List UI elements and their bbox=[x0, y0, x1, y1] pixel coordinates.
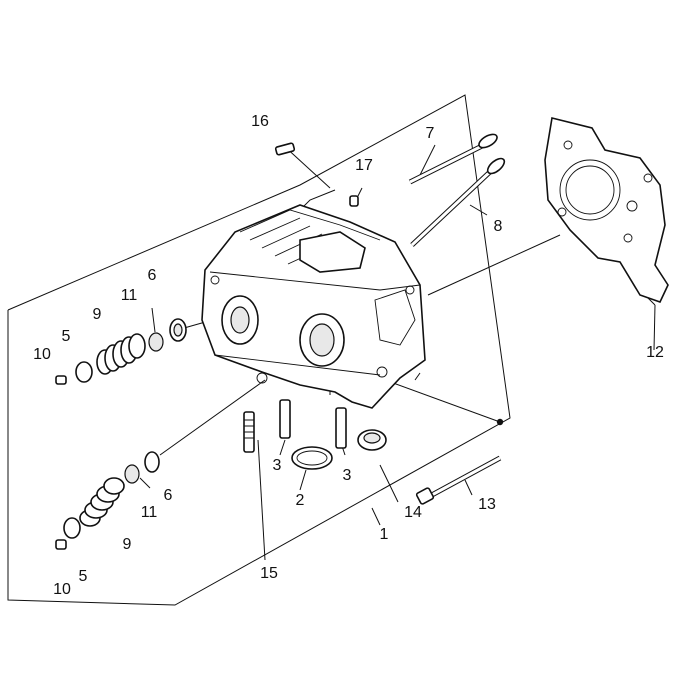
callout-17: 17 bbox=[355, 157, 373, 174]
callout-13: 13 bbox=[478, 496, 496, 513]
callout-3-left: 3 bbox=[273, 457, 282, 474]
head-gasket-part-12 bbox=[544, 117, 669, 303]
callout-10-upper: 10 bbox=[33, 346, 51, 363]
valve-spring-part-9-lower bbox=[79, 477, 125, 527]
spring-retainer-part-5-lower bbox=[63, 517, 81, 539]
callout-5-upper: 5 bbox=[62, 328, 71, 345]
cap-nut-part-14 bbox=[357, 429, 387, 451]
callout-labels: 1 2 3 3 5 5 6 6 7 8 9 9 10 10 11 11 12 1… bbox=[33, 113, 664, 598]
lower-valve-train bbox=[55, 451, 160, 550]
callout-9-upper: 9 bbox=[93, 306, 102, 323]
callout-6-upper: 6 bbox=[148, 267, 157, 284]
callout-16: 16 bbox=[251, 113, 269, 130]
spring-retainer-part-5-upper bbox=[75, 361, 93, 383]
valve-seal-part-11-lower bbox=[124, 464, 140, 484]
stud-part-15 bbox=[243, 411, 255, 453]
callout-2: 2 bbox=[296, 492, 305, 509]
callout-8: 8 bbox=[494, 218, 503, 235]
callout-7: 7 bbox=[426, 125, 435, 142]
callout-11-lower: 11 bbox=[141, 504, 158, 521]
spring-seat-part-6-lower bbox=[144, 451, 160, 473]
leader-lines bbox=[139, 144, 656, 561]
o-ring-part-2 bbox=[291, 446, 333, 470]
callout-3-right: 3 bbox=[343, 467, 352, 484]
cylinder-head-part-1 bbox=[201, 204, 426, 409]
valve-keeper-part-10-lower bbox=[55, 539, 67, 550]
callout-10-lower: 10 bbox=[53, 581, 71, 598]
callout-11-upper: 11 bbox=[121, 287, 138, 304]
valve-spring-part-9-upper bbox=[96, 333, 146, 375]
callout-1: 1 bbox=[380, 526, 389, 543]
stud-part-3b bbox=[335, 407, 347, 449]
callout-14: 14 bbox=[404, 504, 422, 521]
stud-part-3a bbox=[279, 399, 291, 439]
dowel-pin-part-16 bbox=[274, 142, 296, 156]
upper-valve-train bbox=[55, 318, 187, 385]
intake-valve-part-7 bbox=[408, 133, 498, 185]
valve-seal-part-11-upper bbox=[148, 332, 164, 352]
bolt-part-13 bbox=[415, 455, 502, 505]
small-pin-part-17 bbox=[349, 195, 359, 207]
valve-keeper-part-10-upper bbox=[55, 375, 67, 385]
exhaust-valve-part-8 bbox=[410, 157, 506, 247]
callout-9-lower: 9 bbox=[123, 536, 132, 553]
callout-12: 12 bbox=[646, 344, 664, 361]
callout-15: 15 bbox=[260, 565, 278, 582]
callout-6-lower: 6 bbox=[164, 487, 173, 504]
callout-5-lower: 5 bbox=[79, 568, 88, 585]
